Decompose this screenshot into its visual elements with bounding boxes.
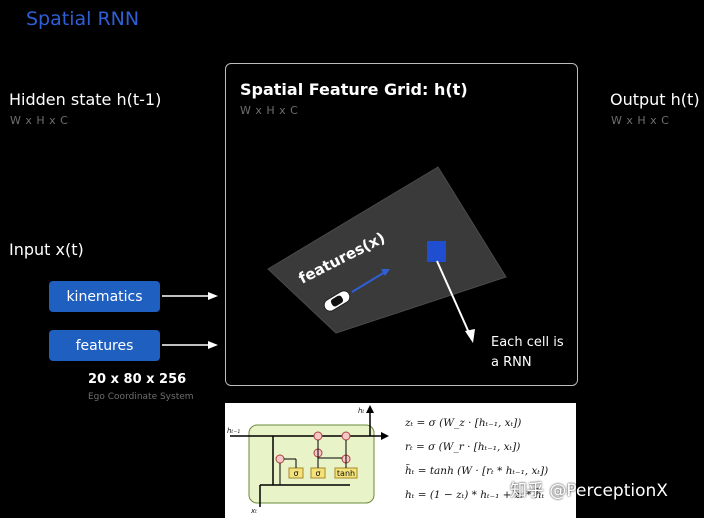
cell-note: Each cell is a RNN bbox=[491, 335, 564, 370]
add-op bbox=[341, 431, 351, 441]
x-in-label: xₜ bbox=[250, 507, 257, 515]
gru-eq-candidate: h̃ₜ = tanh (W · [rₜ * hₜ₋₁, xₜ]) bbox=[405, 465, 549, 477]
gru-cell-figure: hₜ₋₁ hₜ xₜ σ σ tanh zₜ = σ (W_z · [hₜ₋₁,… bbox=[225, 403, 576, 518]
car-icon bbox=[323, 290, 351, 312]
input-label: Input x(t) bbox=[9, 240, 84, 259]
cell-pointer-arrow bbox=[436, 260, 471, 336]
multiply-op bbox=[313, 431, 323, 441]
grid-title: Spatial Feature Grid: h(t) bbox=[240, 80, 468, 99]
grid-diagram: features(x) bbox=[267, 166, 507, 343]
gru-eq-update: zₜ = σ (W_z · [hₜ₋₁, xₜ]) bbox=[405, 417, 522, 429]
velocity-arrow bbox=[351, 271, 386, 293]
page-title: Spatial RNN bbox=[26, 8, 140, 30]
input-arrows bbox=[162, 292, 218, 349]
hidden-state-label: Hidden state h(t-1) bbox=[9, 90, 162, 109]
coord-system-label: Ego Coordinate System bbox=[88, 392, 194, 402]
h-out-label: hₜ bbox=[358, 407, 365, 415]
h-prev-label: hₜ₋₁ bbox=[227, 427, 240, 435]
output-label: Output h(t) bbox=[610, 90, 700, 109]
grid-dims: W x H x C bbox=[240, 104, 299, 117]
input-shape: 20 x 80 x 256 bbox=[88, 372, 187, 387]
reset-gate-label: σ bbox=[293, 469, 298, 478]
watermark: 知乎 @PerceptionX bbox=[510, 481, 668, 501]
update-gate-label: σ bbox=[315, 469, 320, 478]
gru-diagram: hₜ₋₁ hₜ xₜ σ σ tanh bbox=[227, 405, 389, 515]
candidate-gate-label: tanh bbox=[337, 469, 355, 478]
reset-multiply-op bbox=[275, 454, 285, 464]
gru-eq-reset: rₜ = σ (W_r · [hₜ₋₁, xₜ]) bbox=[405, 441, 521, 453]
rotated-grid-plane: features(x) bbox=[267, 166, 507, 343]
kinematics-button[interactable]: kinematics bbox=[49, 281, 160, 312]
grid-cell bbox=[427, 241, 446, 262]
hidden-state-dims: W x H x C bbox=[10, 114, 69, 127]
output-dims: W x H x C bbox=[611, 114, 670, 127]
gru-eq-output: hₜ = (1 − zₜ) * hₜ₋₁ + zₜ * h̃ₜ bbox=[405, 489, 545, 501]
features-button[interactable]: features bbox=[49, 330, 160, 361]
